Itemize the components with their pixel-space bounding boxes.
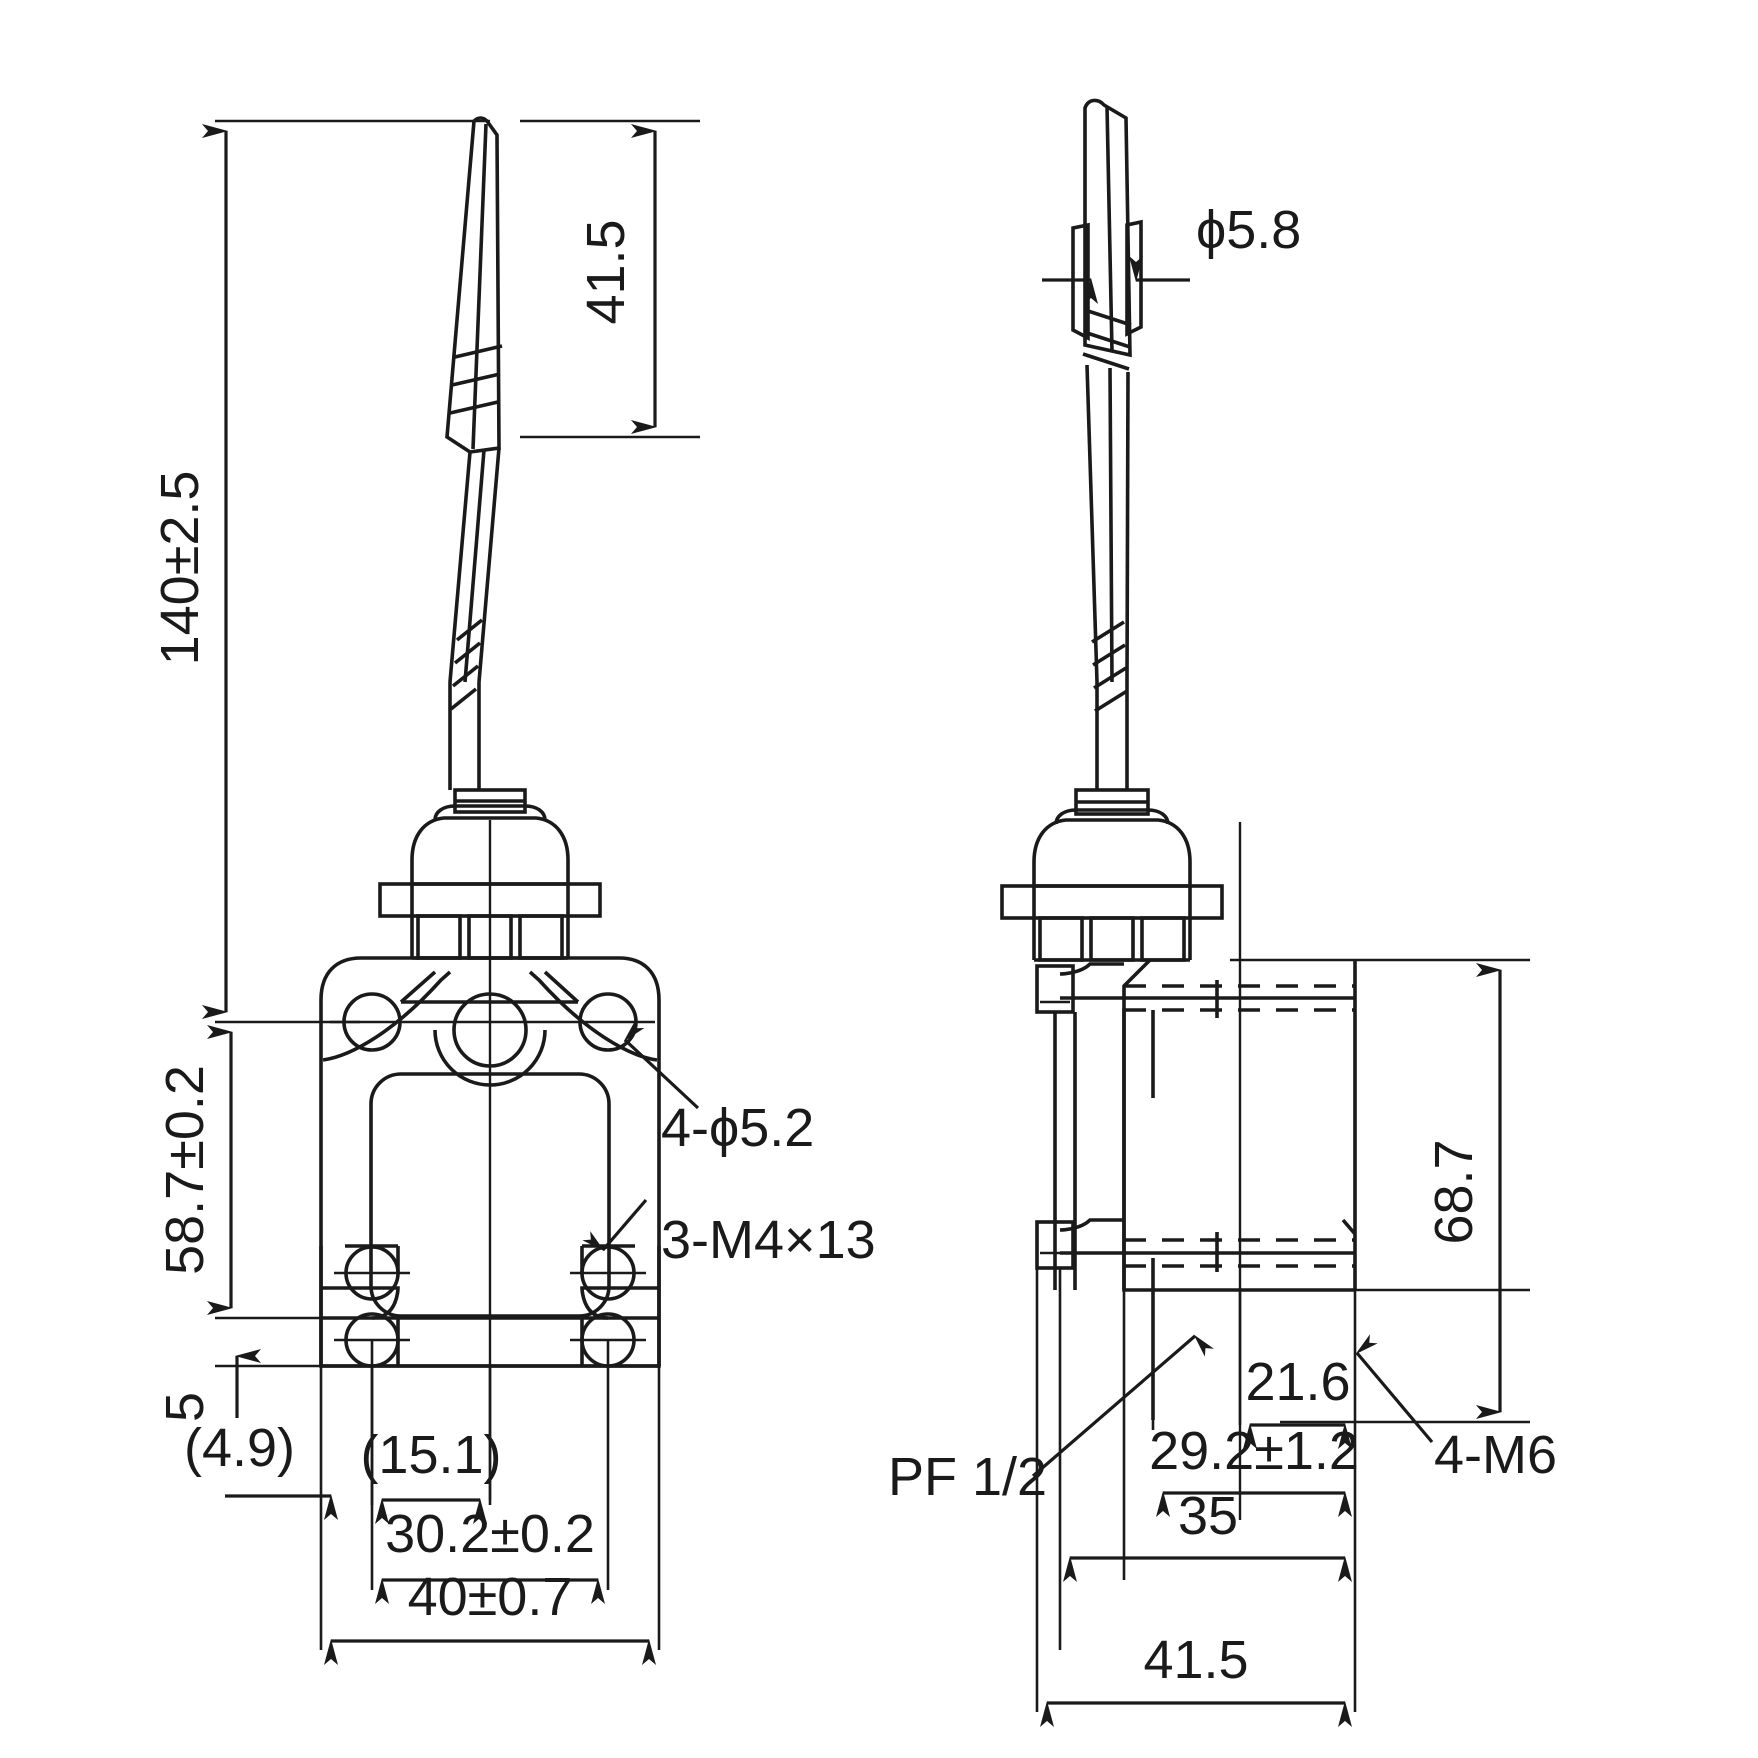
dim-40-label: 40±0.7 — [408, 1567, 573, 1627]
side-rod-spiral-1 — [1091, 620, 1125, 644]
front-view-dimension-lines — [202, 124, 657, 1665]
front-view-extension-lines — [215, 119, 700, 1650]
side-head-pad-2 — [1089, 916, 1135, 962]
lever-assembly — [445, 116, 503, 790]
rod-spiral-4 — [449, 687, 478, 711]
side-rod-spiral-2 — [1092, 643, 1126, 667]
lever-tip-inner-line — [471, 123, 488, 450]
callout-4-phi-5_2-label: 4-ϕ5.2 — [661, 1098, 814, 1158]
side-head-dome — [1054, 808, 1170, 825]
side-head-body — [1032, 818, 1192, 888]
head-body — [410, 816, 570, 886]
side-tip-hatch-1 — [1084, 308, 1132, 327]
front-view-center-marks — [330, 1020, 655, 1342]
leader-4-m6 — [1355, 1334, 1434, 1444]
lever-tip-outline — [445, 116, 501, 454]
lever-rod-center — [463, 449, 486, 683]
front-view-leaders — [582, 1019, 700, 1252]
dim-41_5-label: 41.5 — [576, 219, 636, 324]
rod-spiral-1 — [455, 618, 484, 642]
dim-58_7-label: 58.7±0.2 — [155, 1065, 215, 1275]
dim-15_1-label: (15.1) — [360, 1425, 501, 1485]
side-rod-spiral-3 — [1093, 666, 1127, 690]
dim-30_2-label: 30.2±0.2 — [385, 1504, 595, 1564]
leader-pf-1-2 — [1031, 1334, 1214, 1478]
side-lever-collar — [1071, 222, 1090, 341]
side-lever-tip-inner — [1105, 105, 1114, 353]
side-view-leaders — [1031, 1334, 1434, 1478]
side-view-dimension-lines — [1040, 256, 1502, 1727]
dim-21_6-label: 21.6 — [1245, 1352, 1350, 1412]
dim-35-label: 35 — [1178, 1486, 1238, 1546]
leader-3-m4x13 — [582, 1198, 648, 1252]
side-view-labels: ϕ5.8 68.7 21.6 29.2±1.2 35 41.5 PF 1/2 4… — [888, 200, 1557, 1690]
dim-4_9-label: (4.9) — [184, 1418, 295, 1478]
head-dome — [433, 804, 547, 821]
side-tip-hatch-2 — [1083, 330, 1131, 349]
dim-41_5-side-label: 41.5 — [1143, 1630, 1248, 1690]
leader-4-phi-5_2 — [623, 1019, 700, 1110]
lever-rod-left — [448, 451, 472, 683]
side-rod-center — [1108, 367, 1114, 683]
dim-29_2-label: 29.2±1.2 — [1149, 1421, 1359, 1481]
side-view-extension-lines — [1035, 958, 1530, 1712]
side-lever-assembly — [1071, 98, 1143, 790]
dim-5-label: 5 — [155, 1392, 215, 1422]
lever-rod-right — [477, 447, 501, 683]
dim-140-label: 140±2.5 — [150, 471, 210, 666]
side-actuator-head — [1000, 788, 1224, 962]
dim-68_7-label: 68.7 — [1424, 1139, 1484, 1244]
body-shoulder-left — [322, 970, 452, 1062]
rod-spiral-3 — [451, 664, 480, 688]
side-rod-left — [1085, 364, 1099, 683]
side-body-bottom-chamfer — [1341, 1218, 1357, 1236]
side-view: ϕ5.8 68.7 21.6 29.2±1.2 35 41.5 PF 1/2 4… — [888, 98, 1557, 1727]
side-head-pad-1 — [1038, 916, 1084, 962]
body-outline — [319, 956, 661, 1368]
head-pad-3 — [518, 914, 564, 960]
rod-spiral-2 — [453, 641, 482, 665]
front-view-labels: 140±2.5 41.5 58.7±0.2 5 (4.9) (15.1) 30.… — [150, 219, 876, 1627]
callout-4-m6-label: 4-M6 — [1434, 1425, 1557, 1485]
callout-pf-1-2-label: PF 1/2 — [888, 1447, 1047, 1507]
front-view: 140±2.5 41.5 58.7±0.2 5 (4.9) (15.1) 30.… — [150, 116, 876, 1665]
side-switch-body — [1034, 958, 1357, 1420]
body-ridge-left — [399, 970, 437, 1004]
side-head-pad-3 — [1140, 916, 1186, 962]
head-pad-1 — [416, 914, 462, 960]
side-lever-tip-outline — [1083, 98, 1132, 358]
side-rod-spiral-4 — [1094, 689, 1128, 713]
side-rod-right — [1125, 371, 1130, 683]
side-lever-collar-right — [1125, 219, 1143, 337]
side-tip-hatch-3 — [1082, 352, 1130, 371]
body-ridge-right — [543, 970, 580, 1004]
foot-corner-left-upper — [345, 1244, 400, 1273]
callout-3-m4x13-label: 3-M4×13 — [661, 1210, 876, 1270]
dim-phi5_8-label: ϕ5.8 — [1196, 200, 1301, 260]
side-conduit-lower-flange — [1035, 1220, 1075, 1270]
